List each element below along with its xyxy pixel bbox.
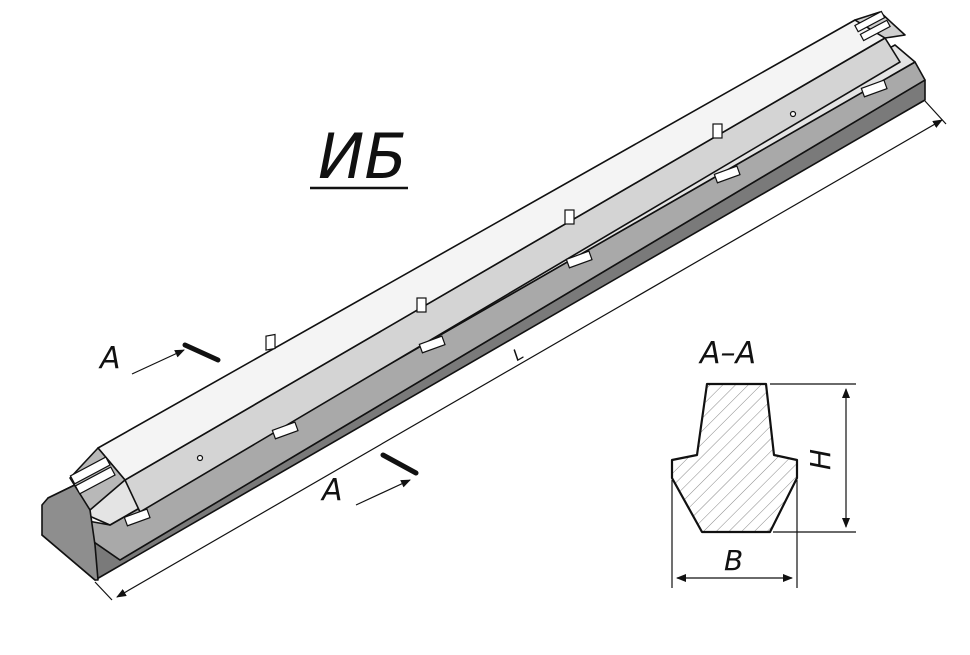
width-label: B xyxy=(724,544,743,577)
section-cut-bottom xyxy=(355,452,419,506)
length-dimension xyxy=(94,100,947,601)
length-extension-left xyxy=(94,581,113,601)
length-extension-right xyxy=(924,100,947,125)
section-marker-bottom-label: A xyxy=(320,473,343,508)
product-title: ИБ xyxy=(318,120,407,193)
length-label: L xyxy=(510,344,527,365)
section-title: A–A xyxy=(698,336,756,371)
beam-web-side xyxy=(124,37,901,513)
height-dimension xyxy=(770,383,856,533)
beam-left-end xyxy=(41,479,99,581)
length-dimension-line xyxy=(116,119,943,598)
cross-section-profile xyxy=(670,382,799,534)
rebar-ends xyxy=(69,10,891,495)
width-dimension xyxy=(671,480,798,588)
beam-body xyxy=(41,11,926,581)
section-cut-left xyxy=(131,342,221,375)
height-label: H xyxy=(804,449,837,470)
section-marker-left-label: A xyxy=(98,341,121,376)
